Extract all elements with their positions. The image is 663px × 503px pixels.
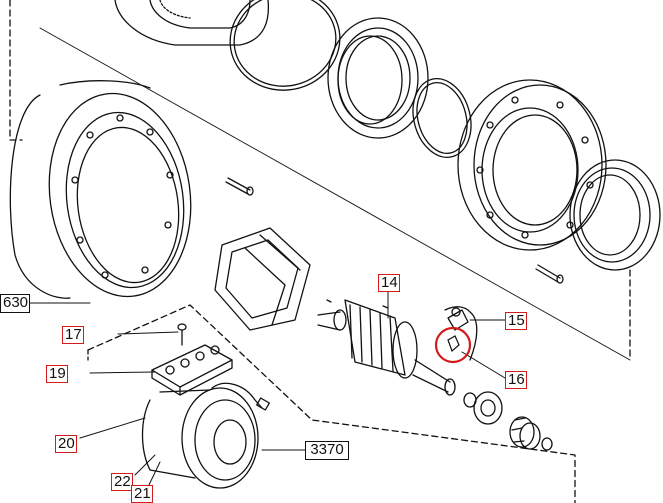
callout-3370[interactable]: 3370 bbox=[305, 441, 349, 460]
callout-630[interactable]: 630 bbox=[0, 294, 30, 313]
motor-unit-dashed-box bbox=[87, 304, 576, 503]
flange-plate-right bbox=[457, 79, 607, 251]
assembly-dashed-outline bbox=[9, 0, 23, 141]
bearing-small bbox=[463, 391, 503, 425]
o-ring bbox=[229, 0, 341, 91]
callout-22[interactable]: 22 bbox=[111, 473, 133, 491]
bearing-ring-upper bbox=[327, 17, 429, 139]
armature bbox=[317, 299, 456, 396]
axis-line-upper bbox=[39, 27, 631, 361]
callout-21[interactable]: 21 bbox=[131, 485, 153, 503]
gear-housing-top bbox=[114, 0, 270, 46]
brush-holder-cage bbox=[214, 227, 311, 331]
circlip bbox=[412, 78, 472, 158]
highlight-circle-part-16 bbox=[434, 326, 472, 364]
screw-lower-right bbox=[535, 264, 564, 284]
callout-14[interactable]: 14 bbox=[378, 274, 400, 292]
shaft-seal bbox=[569, 159, 661, 271]
brake-motor bbox=[141, 382, 270, 489]
screw-17 bbox=[177, 323, 187, 346]
callout-15[interactable]: 15 bbox=[505, 312, 527, 330]
pinion-gear bbox=[509, 416, 553, 451]
terminal-clip bbox=[444, 306, 478, 361]
callout-19[interactable]: 19 bbox=[46, 365, 68, 383]
screw-upper bbox=[225, 177, 254, 196]
callout-17[interactable]: 17 bbox=[62, 326, 84, 344]
callout-16[interactable]: 16 bbox=[505, 371, 527, 389]
motor-housing-large bbox=[9, 80, 192, 299]
callout-20[interactable]: 20 bbox=[55, 435, 77, 453]
